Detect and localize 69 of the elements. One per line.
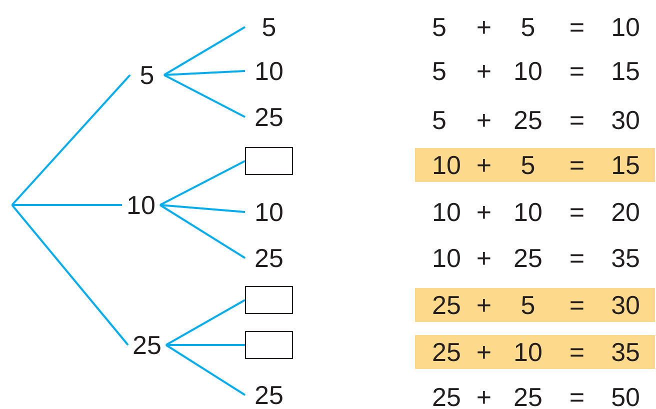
sum: 20: [611, 197, 640, 227]
sum: 50: [611, 382, 640, 409]
number-label: 5: [245, 14, 293, 40]
equals-sign: =: [569, 243, 585, 273]
equals-sign: =: [569, 105, 585, 135]
addend: 10: [432, 150, 461, 180]
branch-line: [160, 204, 246, 213]
sum: 15: [611, 56, 640, 86]
branch-line: [166, 344, 245, 346]
sum: 15: [611, 150, 640, 180]
answer-box: [245, 286, 293, 314]
number-label: 10: [122, 191, 160, 219]
sum: 10: [611, 12, 640, 42]
plus-sign: +: [476, 150, 492, 180]
plus-sign: +: [476, 243, 492, 273]
addend: 10: [514, 197, 542, 227]
equals-sign: =: [569, 290, 585, 320]
addend: 25: [432, 337, 461, 367]
number-label: 25: [245, 382, 293, 408]
answer-box: [245, 331, 293, 359]
plus-sign: +: [476, 105, 492, 135]
plus-sign: +: [476, 337, 492, 367]
equals-sign: =: [569, 150, 585, 180]
plus-sign: +: [476, 12, 492, 42]
equals-sign: =: [569, 337, 585, 367]
addend: 5: [520, 12, 536, 42]
addend: 25: [432, 290, 461, 320]
addend: 5: [432, 12, 446, 42]
addend: 5: [520, 290, 536, 320]
answer-box: [245, 147, 293, 175]
branch-line: [164, 70, 246, 76]
branch-line: [160, 160, 246, 206]
addend: 5: [432, 105, 446, 135]
number-label: 10: [245, 199, 293, 225]
number-label: 25: [245, 104, 293, 130]
addend: 25: [514, 243, 542, 273]
branch-line: [164, 26, 246, 76]
branch-line: [11, 204, 129, 346]
equals-sign: =: [569, 56, 585, 86]
branch-line: [165, 344, 246, 396]
branch-line: [164, 74, 246, 118]
equals-sign: =: [569, 197, 585, 227]
addend: 10: [514, 56, 542, 86]
addend: 25: [432, 382, 461, 409]
number-label: 25: [128, 331, 166, 359]
addend: 25: [514, 105, 542, 135]
branch-line: [166, 299, 246, 346]
equals-sign: =: [569, 382, 585, 409]
addend: 5: [520, 150, 536, 180]
addend: 5: [432, 56, 446, 86]
plus-sign: +: [476, 290, 492, 320]
plus-sign: +: [476, 382, 492, 409]
branch-line: [11, 74, 131, 206]
branch-line: [159, 204, 246, 259]
branch-line: [12, 204, 122, 206]
addend: 10: [432, 243, 461, 273]
plus-sign: +: [476, 56, 492, 86]
sum: 30: [611, 105, 640, 135]
plus-sign: +: [476, 197, 492, 227]
sum: 35: [611, 337, 640, 367]
sum: 30: [611, 290, 640, 320]
addend: 10: [514, 337, 542, 367]
sum: 35: [611, 243, 640, 273]
number-label: 25: [245, 245, 293, 271]
addend: 25: [514, 382, 542, 409]
number-label: 5: [130, 61, 164, 89]
addend: 10: [432, 197, 461, 227]
number-label: 10: [245, 58, 293, 84]
equals-sign: =: [569, 12, 585, 42]
